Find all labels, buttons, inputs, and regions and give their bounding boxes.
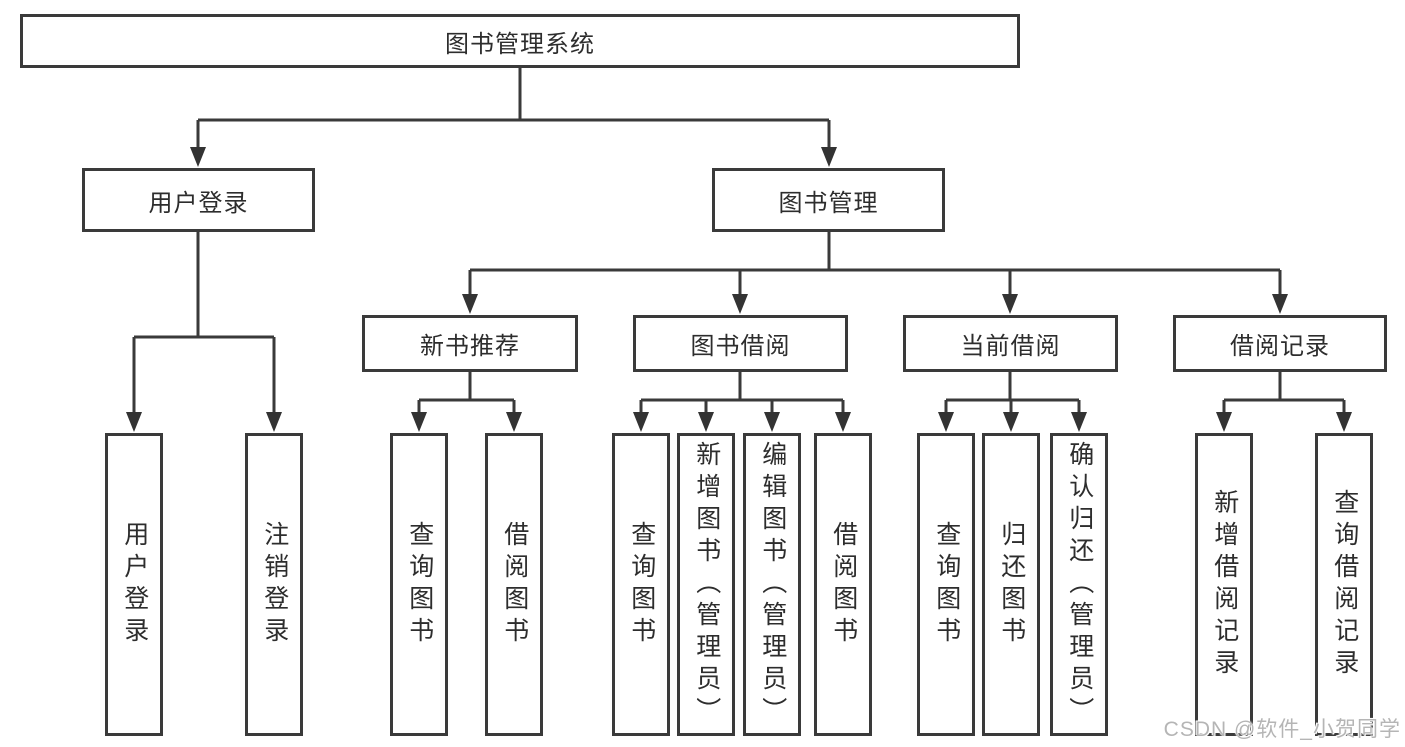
leaf-search-borrow-record-label: 查询借阅记录 <box>1330 488 1359 681</box>
leaf-user-login-label: 用户登录 <box>120 520 149 649</box>
arrow-down-icon <box>190 147 206 167</box>
leaf-confirm-return-admin: 确认归还（管理员） <box>1050 433 1108 736</box>
leaf-search-books-current: 查询图书 <box>917 433 975 736</box>
leaf-search-books-current-label: 查询图书 <box>932 520 961 649</box>
leaf-return-books-label: 归还图书 <box>997 520 1026 649</box>
leaf-add-books-admin: 新增图书（管理员） <box>677 433 735 736</box>
arrow-down-icon <box>1071 412 1087 432</box>
arrow-down-icon <box>266 412 282 432</box>
arrow-down-icon <box>1272 294 1288 314</box>
leaf-edit-books-admin: 编辑图书（管理员） <box>743 433 801 736</box>
node-root: 图书管理系统 <box>20 14 1020 68</box>
arrow-down-icon <box>126 412 142 432</box>
leaf-logout: 注销登录 <box>245 433 303 736</box>
node-current-borrow: 当前借阅 <box>903 315 1118 372</box>
leaf-user-login: 用户登录 <box>105 433 163 736</box>
arrow-down-icon <box>1336 412 1352 432</box>
leaf-borrow-books: 借阅图书 <box>814 433 872 736</box>
leaf-return-books: 归还图书 <box>982 433 1040 736</box>
arrow-down-icon <box>821 147 837 167</box>
leaf-add-borrow-record-label: 新增借阅记录 <box>1210 488 1239 681</box>
arrow-down-icon <box>411 412 427 432</box>
leaf-search-borrow-record: 查询借阅记录 <box>1315 433 1373 736</box>
leaf-borrow-books-recommend-label: 借阅图书 <box>500 520 529 649</box>
leaf-search-books-borrow-label: 查询图书 <box>627 520 656 649</box>
leaf-logout-label: 注销登录 <box>260 520 289 649</box>
arrow-down-icon <box>938 412 954 432</box>
node-book-borrow: 图书借阅 <box>633 315 848 372</box>
node-book-management-label: 图书管理 <box>778 189 879 217</box>
leaf-search-books-borrow: 查询图书 <box>612 433 670 736</box>
leaf-search-books-recommend-label: 查询图书 <box>405 520 434 649</box>
node-new-book-recommend-label: 新书推荐 <box>420 333 520 360</box>
leaf-search-books-recommend: 查询图书 <box>390 433 448 736</box>
arrow-down-icon <box>506 412 522 432</box>
arrowheads <box>126 147 1352 432</box>
watermark: CSDN @软件_小贺同学 <box>1163 718 1401 741</box>
node-borrow-record: 借阅记录 <box>1173 315 1387 372</box>
node-book-borrow-label: 图书借阅 <box>690 333 791 360</box>
leaf-confirm-return-admin-label: 确认归还（管理员） <box>1065 440 1094 729</box>
arrow-down-icon <box>1216 412 1232 432</box>
arrow-down-icon <box>1002 294 1018 314</box>
node-new-book-recommend: 新书推荐 <box>362 315 578 372</box>
node-borrow-record-label: 借阅记录 <box>1230 333 1330 360</box>
node-book-management: 图书管理 <box>712 168 945 232</box>
node-user-login-label: 用户登录 <box>148 189 249 217</box>
arrow-down-icon <box>633 412 649 432</box>
leaf-add-borrow-record: 新增借阅记录 <box>1195 433 1253 736</box>
node-root-label: 图书管理系统 <box>445 30 595 58</box>
arrow-down-icon <box>732 294 748 314</box>
arrow-down-icon <box>764 412 780 432</box>
arrow-down-icon <box>698 412 714 432</box>
arrow-down-icon <box>1003 412 1019 432</box>
arrow-down-icon <box>835 412 851 432</box>
leaf-borrow-books-recommend: 借阅图书 <box>485 433 543 736</box>
node-current-borrow-label: 当前借阅 <box>960 333 1061 360</box>
leaf-borrow-books-label: 借阅图书 <box>829 520 858 649</box>
arrow-down-icon <box>462 294 478 314</box>
node-user-login: 用户登录 <box>82 168 315 232</box>
leaf-add-books-admin-label: 新增图书（管理员） <box>692 440 721 729</box>
leaf-edit-books-admin-label: 编辑图书（管理员） <box>758 440 787 729</box>
